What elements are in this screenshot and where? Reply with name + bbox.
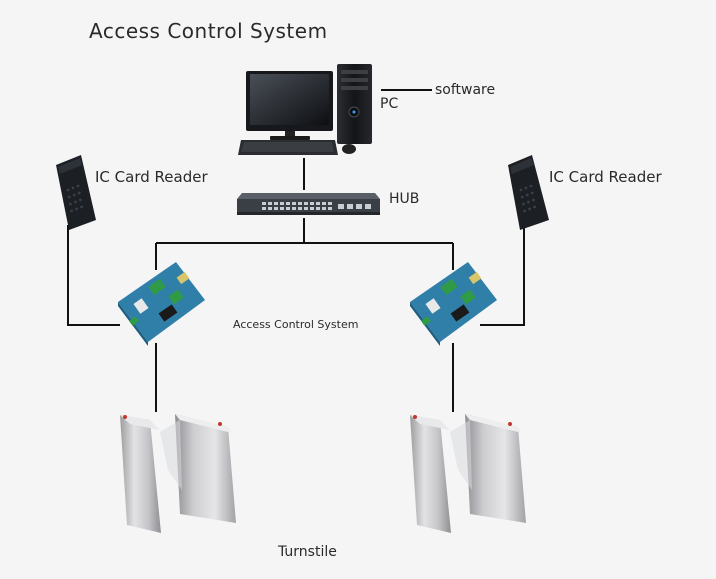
turnstile-right-icon: [410, 414, 526, 533]
hub-port: [280, 202, 284, 205]
hub-port: [310, 207, 314, 210]
keypad-key: [66, 188, 70, 192]
hub-port: [274, 202, 278, 205]
keypad-key: [527, 200, 530, 204]
keypad-key: [529, 184, 533, 188]
reader-right-line: [480, 225, 525, 326]
mouse-icon: [342, 144, 356, 154]
hub-uplink-port: [338, 204, 344, 209]
ic-card-reader-right-label: IC Card Reader: [549, 168, 662, 186]
hub-port: [298, 202, 302, 205]
keypad-key: [80, 205, 83, 209]
pc-monitor-icon: [246, 71, 333, 140]
keypad-key: [72, 193, 76, 197]
hub-port: [286, 202, 290, 205]
keypad-key: [522, 202, 525, 206]
keypad-key: [77, 191, 81, 195]
diagram-title: Access Control System: [89, 19, 328, 43]
keypad-key: [69, 202, 72, 206]
keyboard-icon: [238, 140, 338, 155]
hub-port: [292, 207, 296, 210]
hub-port: [292, 202, 296, 205]
ic-card-reader-right-icon: [508, 155, 549, 230]
ic-card-reader-left-icon: [56, 155, 96, 230]
hub-port: [310, 202, 314, 205]
keypad-key: [523, 209, 526, 213]
keypad-key: [76, 184, 80, 188]
hub-port: [286, 207, 290, 210]
hub-port: [280, 207, 284, 210]
hub-uplink-port: [347, 204, 353, 209]
ic-card-reader-left-label: IC Card Reader: [95, 168, 208, 186]
keypad-key: [532, 198, 535, 202]
pc-label: PC: [380, 96, 399, 112]
hub-port: [304, 207, 308, 210]
hub-port: [274, 207, 278, 210]
access-controller-left-icon: [118, 262, 205, 346]
hub-port: [322, 207, 326, 210]
keypad-key: [75, 207, 78, 211]
keypad-key: [520, 195, 524, 199]
hub-uplink-port: [356, 204, 362, 209]
pc-tower-icon: [337, 64, 372, 144]
keypad-key: [528, 207, 531, 211]
hub-port: [316, 207, 320, 210]
hub-port: [328, 207, 332, 210]
turnstile-left-icon: [120, 414, 236, 533]
keypad-key: [70, 209, 73, 213]
hub-port: [268, 202, 272, 205]
keypad-key: [74, 200, 77, 204]
hub-port: [328, 202, 332, 205]
hub-port: [262, 207, 266, 210]
access-controller-right-icon: [410, 262, 497, 346]
keypad-key: [525, 193, 529, 197]
keypad-key: [79, 198, 82, 202]
keypad-key: [519, 188, 523, 192]
turnstile-label: Turnstile: [278, 544, 337, 560]
keypad-key: [71, 186, 75, 190]
hub-port: [322, 202, 326, 205]
keypad-key: [530, 191, 534, 195]
controller-label: Access Control System: [233, 318, 359, 331]
keypad-key: [524, 186, 528, 190]
hub-port: [268, 207, 272, 210]
software-label: software: [435, 82, 496, 98]
keypad-key: [67, 195, 71, 199]
hub-port: [298, 207, 302, 210]
network-hub-icon: [237, 193, 380, 215]
hub-label: HUB: [389, 191, 420, 207]
connection-lines: [67, 89, 525, 412]
hub-uplink-port: [365, 204, 371, 209]
keypad-key: [533, 205, 536, 209]
hub-port: [316, 202, 320, 205]
hub-port: [262, 202, 266, 205]
reader-left-line: [67, 225, 120, 326]
hub-port: [304, 202, 308, 205]
